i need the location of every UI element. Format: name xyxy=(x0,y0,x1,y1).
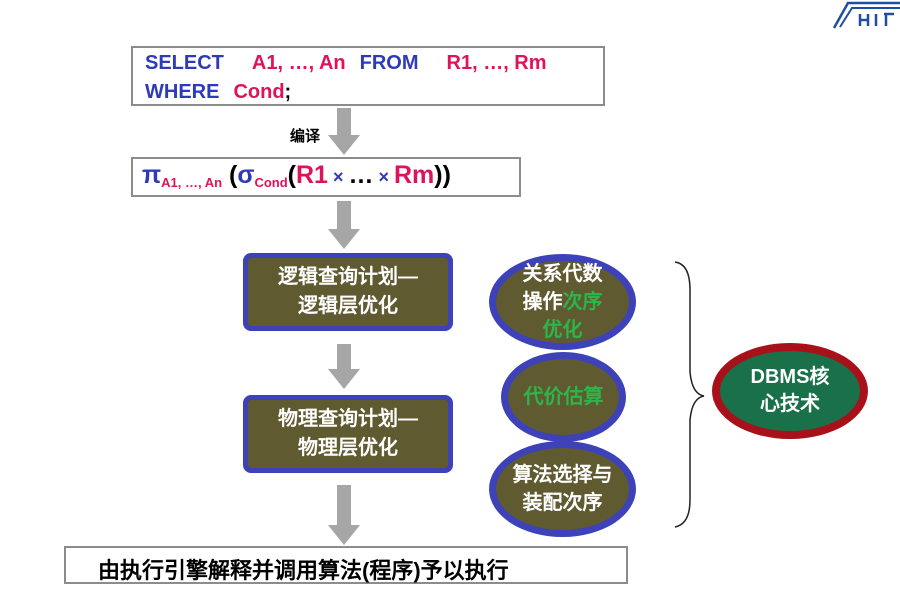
sql-select-line: SELECT A1, …, An FROM R1, …, Rm xyxy=(145,52,547,75)
select-keyword: SELECT xyxy=(145,52,224,74)
select-attributes: A1, …, An xyxy=(251,52,346,74)
relation-r1: R1 xyxy=(296,161,328,189)
ellipsis: … xyxy=(348,161,374,189)
open-paren-1: ( xyxy=(222,161,238,189)
relation-rm: Rm xyxy=(394,161,435,189)
where-condition: Cond xyxy=(233,81,285,103)
algorithm-selection-oval: 算法选择与 装配次序 xyxy=(489,441,636,537)
grouping-brace xyxy=(674,261,705,528)
relational-order-label-b: 次序 优化 xyxy=(542,291,603,341)
times-symbol-1: × xyxy=(327,167,349,187)
logical-plan-box: 逻辑查询计划— 逻辑层优化 xyxy=(243,253,453,331)
where-keyword: WHERE xyxy=(145,81,220,103)
pi-subscript: A1, …, An xyxy=(161,175,223,190)
execution-box: 由执行引擎解释并调用算法(程序)予以执行 xyxy=(64,546,628,584)
physical-plan-box: 物理查询计划— 物理层优化 xyxy=(243,395,453,473)
arrow-to-logical-plan xyxy=(328,201,360,249)
relational-order-oval: 关系代数 操作次序 优化 xyxy=(489,254,636,350)
sql-query-box: SELECT A1, …, An FROM R1, …, Rm WHERE Cond; xyxy=(131,46,605,106)
execution-label: 由执行引擎解释并调用算法(程序)予以执行 xyxy=(98,558,509,583)
sql-terminator: ; xyxy=(284,81,292,103)
dbms-core-oval: DBMS核 心技术 xyxy=(712,343,868,439)
cost-estimation-label: 代价估算 xyxy=(523,386,604,408)
relational-algebra-box: πA1, …, An (σCond(R1 × … × Rm)) xyxy=(131,157,521,197)
relational-order-label-a: 关系代数 操作 xyxy=(522,263,603,313)
relational-algebra-expression: πA1, …, An (σCond(R1 × … × Rm)) xyxy=(142,161,451,190)
arrow-to-execution xyxy=(328,485,360,545)
compile-arrow xyxy=(328,108,360,155)
logo-icon xyxy=(832,1,900,29)
sigma-symbol: σ xyxy=(237,161,255,189)
times-symbol-2: × xyxy=(373,167,394,187)
open-paren-2: ( xyxy=(287,161,296,189)
pi-symbol: π xyxy=(142,161,162,189)
from-relations: R1, …, Rm xyxy=(446,52,547,74)
sigma-subscript: Cond xyxy=(254,175,288,190)
close-parens: )) xyxy=(434,161,451,189)
cost-estimation-oval: 代价估算 xyxy=(501,352,626,442)
from-keyword: FROM xyxy=(359,52,419,74)
compile-label: 编译 xyxy=(290,128,321,145)
sql-where-line: WHERE Cond; xyxy=(145,81,291,104)
arrow-to-physical-plan xyxy=(328,344,360,389)
